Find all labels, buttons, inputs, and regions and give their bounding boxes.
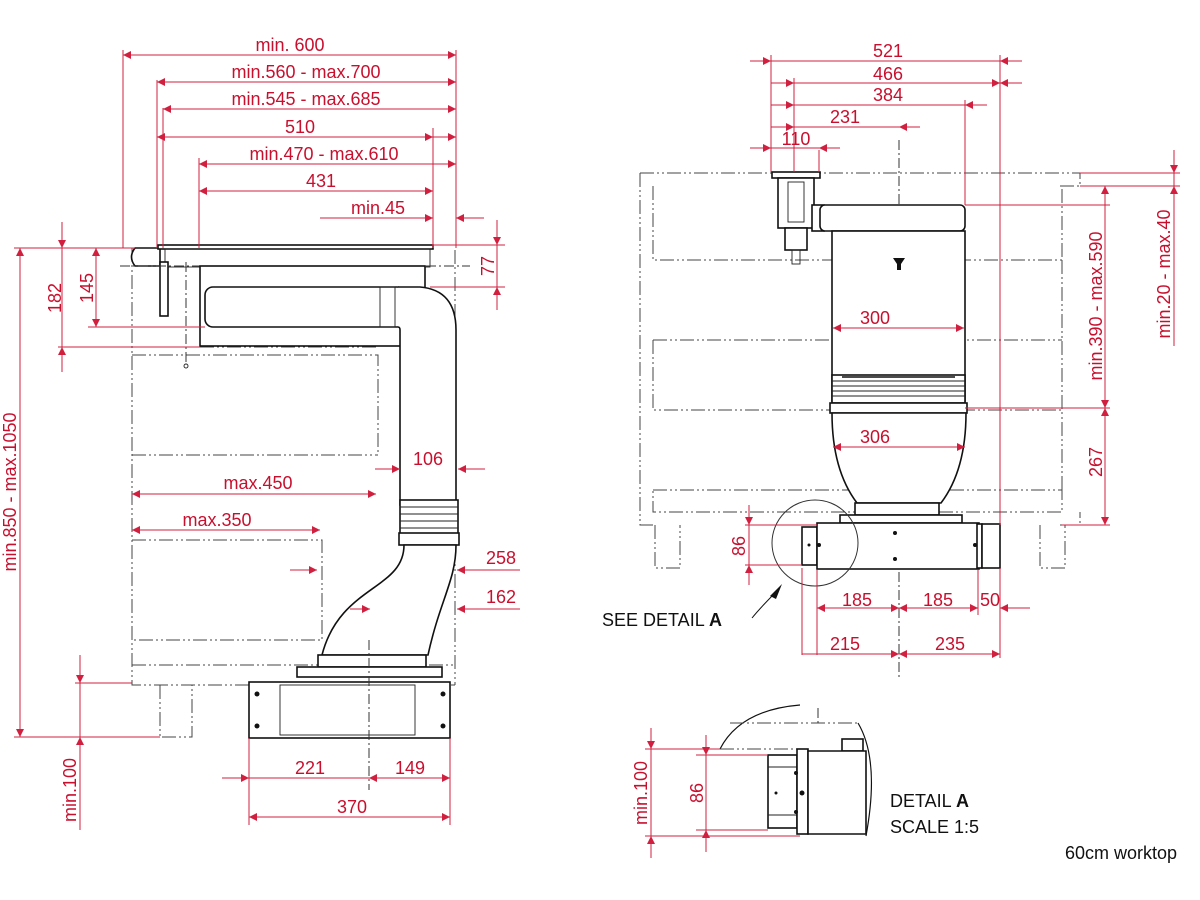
dim-86-detail: 86	[687, 783, 707, 803]
dim-306: 306	[860, 427, 890, 447]
dim-max-450: max.450	[223, 473, 292, 493]
dim-106: 106	[413, 449, 443, 469]
dim-86-front: 86	[729, 536, 749, 556]
dim-162: 162	[486, 587, 516, 607]
detail-a-title: DETAIL A	[890, 791, 969, 811]
motor-box	[248, 681, 451, 739]
dim-149: 149	[395, 758, 425, 778]
detail-a-scale: SCALE 1:5	[890, 817, 979, 837]
dim-545-685: min.545 - max.685	[231, 89, 380, 109]
detail-a: min.100 86 DETAIL A SCALE 1:5	[631, 704, 979, 858]
front-motor-box	[801, 522, 1001, 570]
dim-521: 521	[873, 41, 903, 61]
dim-470-610: min.470 - max.610	[249, 144, 398, 164]
front-flex-ribs	[829, 374, 968, 414]
hob-downdraft-top	[771, 171, 825, 265]
front-view: SEE DETAIL A 521 466 384 231	[602, 41, 1180, 680]
dim-min-100-detail: min.100	[631, 761, 651, 825]
dim-min-600: min. 600	[255, 35, 324, 55]
dim-384: 384	[873, 85, 903, 105]
dim-560-700: min.560 - max.700	[231, 62, 380, 82]
dim-145: 145	[77, 273, 97, 303]
dim-258: 258	[486, 548, 516, 568]
dim-182: 182	[45, 283, 65, 313]
see-detail-a-callout: SEE DETAIL A	[602, 610, 722, 630]
dim-185-left: 185	[842, 590, 872, 610]
drawing-caption: 60cm worktop	[1065, 843, 1177, 863]
dim-390-590: min.390 - max.590	[1086, 231, 1106, 380]
dim-max-350: max.350	[182, 510, 251, 530]
dim-370: 370	[337, 797, 367, 817]
dim-510: 510	[285, 117, 315, 137]
dim-215: 215	[830, 634, 860, 654]
dim-110: 110	[782, 129, 811, 149]
side-vertical-dimensions: 182 145 77 min.850 - max.1050 min.100	[0, 220, 505, 830]
dim-466: 466	[873, 64, 903, 84]
detail-a-circle	[771, 499, 859, 587]
front-horizontal-dimensions: 521 466 384 231 110 300 306	[750, 41, 1110, 658]
dim-235: 235	[935, 634, 965, 654]
dim-77: 77	[478, 256, 498, 276]
dim-50: 50	[980, 590, 1000, 610]
dim-267: 267	[1086, 447, 1106, 477]
dim-850-1050: min.850 - max.1050	[0, 412, 20, 571]
leader-arrow-icon	[770, 584, 782, 599]
side-view: min. 600 min.560 - max.700 min.545 - max…	[0, 35, 520, 830]
dim-min-45: min.45	[351, 198, 405, 218]
flex-coupling	[398, 499, 460, 546]
dim-221: 221	[295, 758, 325, 778]
dim-20-40: min.20 - max.40	[1154, 209, 1174, 338]
dim-431: 431	[306, 171, 336, 191]
dim-300: 300	[860, 308, 890, 328]
dim-185-right: 185	[923, 590, 953, 610]
front-vertical-dimensions: min.20 - max.40 min.390 - max.590 267 86	[729, 150, 1180, 585]
side-horizontal-dimensions: min. 600 min.560 - max.700 min.545 - max…	[122, 35, 520, 825]
front-duct	[819, 204, 968, 524]
dim-231: 231	[830, 107, 860, 127]
dim-min-100-side: min.100	[60, 758, 80, 822]
duct-assembly	[204, 286, 460, 790]
